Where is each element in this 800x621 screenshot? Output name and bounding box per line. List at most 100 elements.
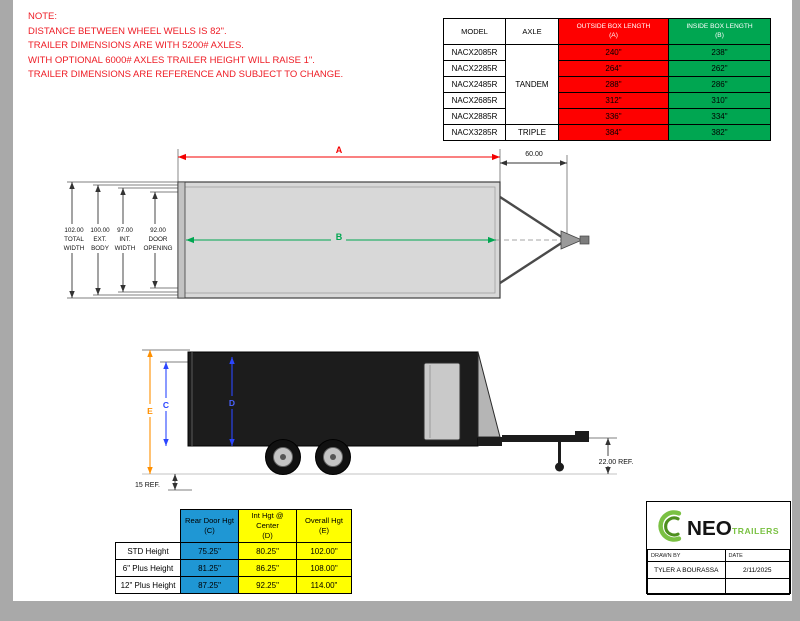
int-hgt-value: 86.25" xyxy=(238,559,297,577)
logo-swoosh-icon xyxy=(658,509,682,542)
note-line: WITH OPTIONAL 6000# AXLES TRAILER HEIGHT… xyxy=(28,54,315,66)
height-table-blank-cell xyxy=(116,510,181,543)
inside-box-header: INSIDE BOX LENGTH (B) xyxy=(668,18,771,45)
height-row: 6" Plus Height 81.25" 86.25" 108.00" xyxy=(115,559,352,577)
outside-cell: 264" xyxy=(558,60,669,77)
dim-d-line: D xyxy=(225,357,239,446)
height-row-label: 12" Plus Height xyxy=(115,576,181,594)
height-row-label: STD Height xyxy=(115,542,181,560)
axle-triple-cell: TRIPLE xyxy=(505,124,559,141)
overall-hgt-value: 102.00" xyxy=(296,542,352,560)
trailer-side-view-body xyxy=(187,351,502,447)
dim-d-label: D xyxy=(229,398,235,408)
svg-text:BODY: BODY xyxy=(91,245,110,252)
title-block-empty-cell xyxy=(724,578,791,595)
outside-cell: 336" xyxy=(558,108,669,125)
side-view-drawing: E C D 22.00 REF. 15 REF. xyxy=(135,349,640,491)
svg-text:WIDTH: WIDTH xyxy=(64,245,85,252)
date-label: DATE xyxy=(724,549,791,562)
model-table: MODEL AXLE OUTSIDE BOX LENGTH (A) INSIDE… xyxy=(443,18,771,141)
outside-cell: 384" xyxy=(558,124,669,141)
note-line: TRAILER DIMENSIONS ARE WITH 5200# AXLES. xyxy=(28,40,244,51)
model-col-header: MODEL xyxy=(443,18,506,45)
svg-text:EXT.: EXT. xyxy=(93,236,107,243)
model-cell: NACX2685R xyxy=(443,92,506,109)
dim-e-label: E xyxy=(147,406,153,416)
overall-hgt-header: Overall Hgt (E) xyxy=(296,509,352,543)
neo-logo-graphic: NEO TRAILERS xyxy=(658,509,779,542)
dim-c-line: C xyxy=(159,362,173,446)
rear-door-hgt-value: 81.25" xyxy=(180,559,239,577)
svg-text:92.00: 92.00 xyxy=(150,227,166,234)
axle-tandem-cell: TANDEM xyxy=(505,44,559,125)
int-hgt-value: 92.25" xyxy=(238,576,297,594)
wheels xyxy=(265,439,351,475)
model-cell: NACX2485R xyxy=(443,76,506,93)
dim-a-label: A xyxy=(336,145,343,155)
tongue-assembly xyxy=(502,431,589,472)
svg-text:OPENING: OPENING xyxy=(143,245,172,252)
note-title: NOTE: xyxy=(28,11,58,22)
title-block-empty-cell xyxy=(647,578,726,595)
svg-text:WIDTH: WIDTH xyxy=(115,245,136,252)
height-row: 12" Plus Height 87.25" 92.25" 114.00" xyxy=(115,576,352,594)
outside-cell: 288" xyxy=(558,76,669,93)
tongue-dim-label: 60.00 xyxy=(525,151,543,158)
note-line: DISTANCE BETWEEN WHEEL WELLS IS 82". xyxy=(28,25,227,37)
drawn-by-value: TYLER A BOURASSA xyxy=(647,561,726,579)
jack-wheel xyxy=(555,462,564,472)
rear-door-hgt-value: 75.25" xyxy=(180,542,239,560)
svg-text:97.00: 97.00 xyxy=(117,227,133,234)
outside-cell: 312" xyxy=(558,92,669,109)
inside-cell: 334" xyxy=(668,108,771,125)
model-cell: NACX2285R xyxy=(443,60,506,77)
bottom-ref-label: 15 REF. xyxy=(135,482,160,489)
model-row: NACX2085R TANDEM 240" 238" xyxy=(443,44,771,125)
model-cell: NACX2085R xyxy=(443,44,506,61)
dim-b-line: B xyxy=(186,230,496,244)
note-line: TRAILER DIMENSIONS ARE REFERENCE AND SUB… xyxy=(28,69,344,80)
dim-a-line: A xyxy=(178,145,500,161)
model-row: NACX2485R 288" 286" xyxy=(443,76,771,93)
width-dim-labels: 102.00 TOTAL WIDTH 100.00 EXT. BODY 97.0… xyxy=(58,224,177,253)
coupler-height-label: 22.00 REF. xyxy=(599,459,634,466)
brand-neo: NEO xyxy=(687,517,732,540)
svg-text:DOOR: DOOR xyxy=(149,236,168,243)
rear-door-hgt-header: Rear Door Hgt (C) xyxy=(180,509,239,543)
svg-text:100.00: 100.00 xyxy=(90,227,110,234)
inside-cell: 238" xyxy=(668,44,771,61)
model-cell: NACX3285R xyxy=(443,124,506,141)
front-slant xyxy=(477,351,501,438)
overall-hgt-value: 114.00" xyxy=(296,576,352,594)
outside-box-header: OUTSIDE BOX LENGTH (A) xyxy=(558,18,669,45)
title-block-table: DRAWN BY DATE TYLER A BOURASSA 2/11/2025 xyxy=(647,549,791,595)
top-view-drawing: A 60.00 B 102.00 TOTAL WIDTH 100.00 EXT.… xyxy=(58,145,590,299)
axle-col-header: AXLE xyxy=(505,18,559,45)
dim-e-line: E xyxy=(143,350,157,474)
height-row: STD Height 75.25" 80.25" 102.00" xyxy=(115,542,352,560)
bottom-ref-dim: 15 REF. xyxy=(135,474,178,490)
height-table: Rear Door Hgt (C) Int Hgt @ Center (D) O… xyxy=(115,509,352,594)
height-row-label: 6" Plus Height xyxy=(115,559,181,577)
inside-cell: 382" xyxy=(668,124,771,141)
svg-text:102.00: 102.00 xyxy=(64,227,84,234)
model-row: NACX3285R TRIPLE 384" 382" xyxy=(443,124,771,141)
coupler xyxy=(575,431,589,442)
brand-trailers: TRAILERS xyxy=(732,526,779,536)
model-cell: NACX2885R xyxy=(443,108,506,125)
inside-cell: 310" xyxy=(668,92,771,109)
tongue-dim-line: 60.00 xyxy=(500,151,567,166)
svg-text:INT.: INT. xyxy=(119,236,130,243)
dim-c-label: C xyxy=(163,400,169,410)
int-hgt-header: Int Hgt @ Center (D) xyxy=(238,509,297,543)
coupler-height-dim: 22.00 REF. xyxy=(592,438,640,474)
title-block: NEO TRAILERS DRAWN BY DATE TYLER A BOURA… xyxy=(646,501,791,595)
rear-door-hgt-value: 87.25" xyxy=(180,576,239,594)
int-hgt-value: 80.25" xyxy=(238,542,297,560)
outside-cell: 240" xyxy=(558,44,669,61)
model-row: NACX2885R 336" 334" xyxy=(443,108,771,125)
neo-trailers-logo: NEO TRAILERS xyxy=(647,502,790,549)
inside-cell: 262" xyxy=(668,60,771,77)
side-door xyxy=(423,362,461,441)
